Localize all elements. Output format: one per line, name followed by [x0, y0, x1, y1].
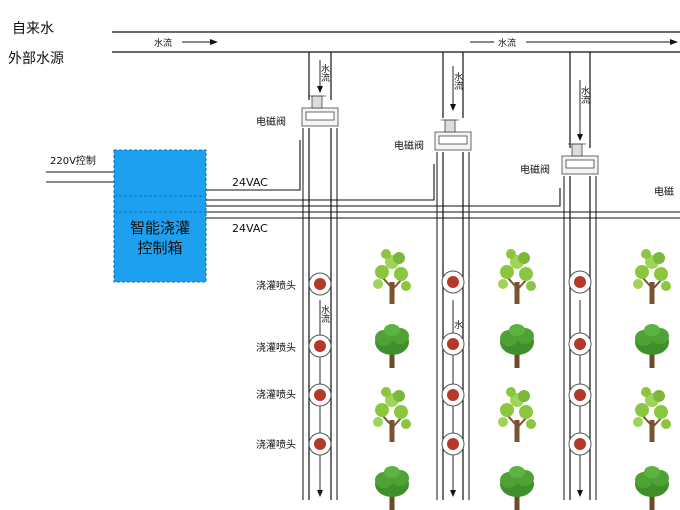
tree — [500, 466, 534, 510]
branch-3-arrow-top — [577, 134, 583, 141]
tree — [632, 248, 672, 305]
control-wire-1 — [206, 140, 301, 191]
solenoid-valve-2 — [434, 119, 472, 151]
tap-water-label: 自来水 — [12, 21, 54, 37]
solenoid-valve-1 — [301, 95, 339, 127]
solenoid-valve-3 — [561, 143, 599, 175]
sprinkler-head — [568, 332, 592, 356]
sprinkler-label-2: 浇灌喷头 — [256, 341, 296, 354]
branch-2-arrow-top — [450, 104, 456, 111]
sprinkler-head — [568, 383, 592, 407]
voltage-label-1: 24VAC — [232, 176, 268, 189]
branch-2-arrow-bottom — [450, 490, 456, 497]
flow-label-bg-right — [494, 35, 526, 49]
branch-pipe-1 — [302, 52, 338, 500]
tree — [372, 386, 412, 443]
control-wire-3 — [206, 188, 561, 207]
valve-label-4-cut: 电磁 — [654, 185, 674, 198]
tree — [372, 248, 412, 305]
external-source-label: 外部水源 — [8, 51, 64, 67]
valve-label-2: 电磁阀 — [394, 139, 424, 152]
trees — [372, 248, 672, 510]
flow-arrow-left-head — [210, 39, 218, 45]
sprinkler-label-1: 浇灌喷头 — [256, 279, 296, 292]
tree — [497, 248, 537, 305]
control-wire-2 — [206, 164, 435, 201]
sprinkler-head — [441, 332, 465, 356]
tree — [635, 324, 669, 368]
main-supply-pipes — [112, 31, 680, 53]
sprinkler-label-4: 浇灌喷头 — [256, 438, 296, 451]
controller-label-line1: 智能浇灌 — [130, 219, 190, 237]
tree — [375, 324, 409, 368]
voltage-label-2: 24VAC — [232, 222, 268, 235]
sprinkler-head — [308, 272, 332, 296]
branch-1-arrow-bottom — [317, 490, 323, 497]
tree — [635, 466, 669, 510]
sprinkler-head — [568, 432, 592, 456]
branch-2-flow-label-mid: 水 — [452, 319, 463, 329]
sprinkler-head — [441, 270, 465, 294]
sprinkler-label-3: 浇灌喷头 — [256, 388, 296, 401]
main-flow-label-right: 水流 — [498, 37, 516, 49]
power-input-label: 220V控制 — [50, 154, 96, 167]
controller-label-line2: 控制箱 — [137, 239, 182, 257]
control-wires — [206, 140, 680, 219]
branch-3-arrow-bottom — [577, 490, 583, 497]
main-flow-label-left: 水流 — [154, 37, 172, 49]
valve-label-3: 电磁阀 — [520, 163, 550, 176]
sprinkler-head — [441, 383, 465, 407]
branch-2-flow-label-top: 水流 — [452, 71, 463, 91]
branch-1-flow-label-mid: 水流 — [319, 304, 330, 324]
sprinkler-head — [308, 383, 332, 407]
power-input-lines — [46, 171, 114, 183]
sprinkler-heads — [308, 270, 592, 456]
controller-box — [113, 149, 207, 283]
sprinkler-head — [308, 334, 332, 358]
sprinkler-head — [568, 270, 592, 294]
flow-arrow-right-head — [670, 39, 678, 45]
branch-3-flow-label-top: 水流 — [579, 85, 590, 105]
tree — [375, 466, 409, 510]
branch-1-arrow-top — [317, 86, 323, 93]
sprinkler-head — [441, 432, 465, 456]
flow-label-bg-left — [150, 35, 182, 49]
sprinkler-head — [308, 432, 332, 456]
valve-label-1: 电磁阀 — [256, 115, 286, 128]
tree — [632, 386, 672, 443]
tree — [497, 386, 537, 443]
tree — [500, 324, 534, 368]
branch-1-flow-label-top: 水流 — [319, 63, 330, 83]
